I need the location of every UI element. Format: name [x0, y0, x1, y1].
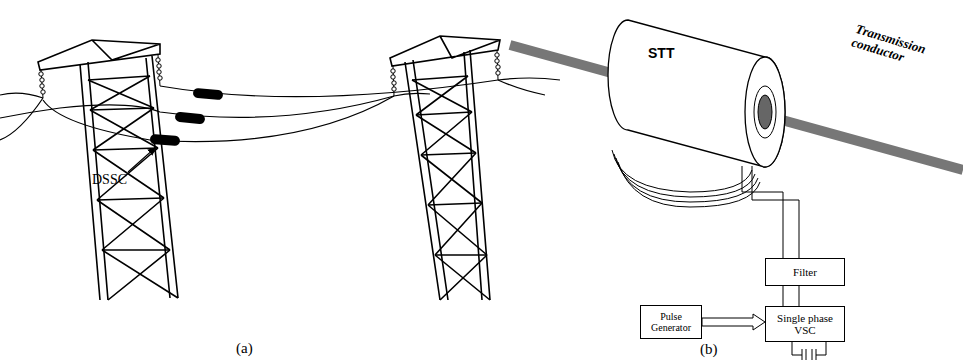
part-label: Transmission conductor — [850, 22, 954, 79]
power-line — [0, 78, 560, 142]
transmission-tower — [390, 36, 500, 300]
wire — [742, 166, 783, 258]
process-box: Filter — [765, 258, 845, 286]
figure-label: (b) — [700, 341, 718, 358]
dssc-device — [150, 88, 224, 146]
node-text: Pulse Generator — [645, 311, 697, 333]
insulator-string — [39, 50, 500, 98]
node-text: STT — [648, 46, 674, 61]
process-box: Single phase VSC — [765, 306, 845, 342]
leader-arrow — [128, 148, 155, 172]
node-text: Filter — [793, 266, 817, 278]
connector — [742, 166, 799, 258]
part-label: DSSC — [92, 172, 127, 187]
transmission-tower — [38, 40, 178, 300]
connector — [702, 314, 765, 330]
wire — [799, 286, 800, 306]
capacitor-symbol — [792, 342, 826, 360]
wire — [783, 286, 784, 306]
node-text: Single phase VSC — [770, 312, 840, 336]
figure-label: (a) — [236, 340, 253, 357]
wire — [702, 314, 765, 330]
process-box: Pulse Generator — [640, 305, 702, 339]
stt-cylinder: STT — [600, 10, 800, 170]
connector — [783, 286, 799, 306]
wire — [752, 166, 799, 258]
cylinder-outline — [600, 10, 800, 170]
